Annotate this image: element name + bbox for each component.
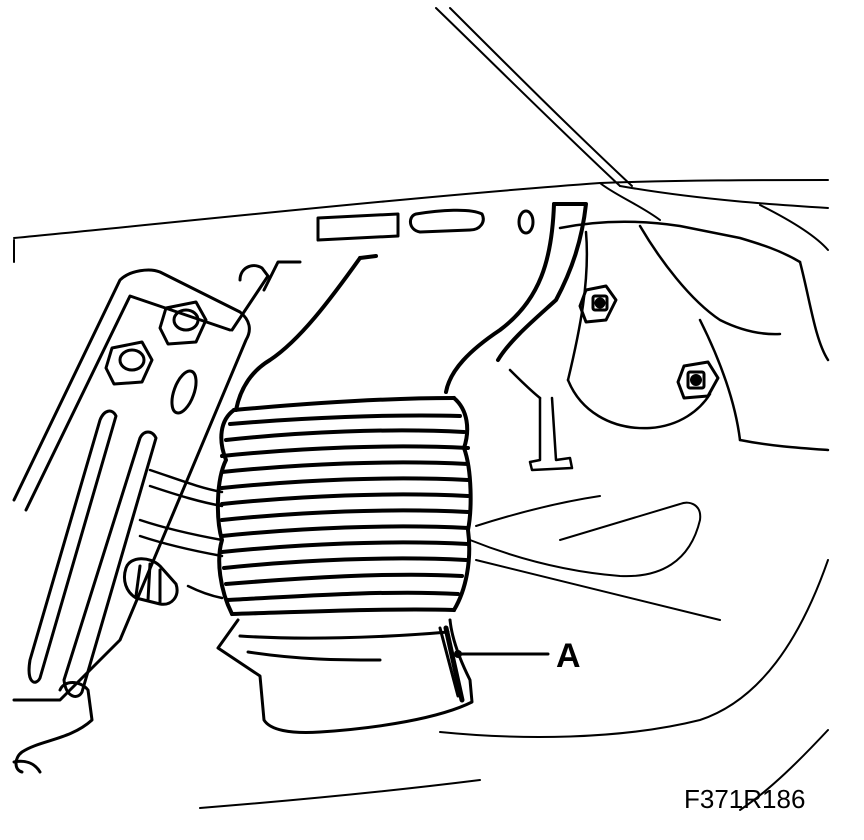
lower-floor	[199, 495, 829, 811]
panel-openings	[316, 208, 535, 242]
clip-icon	[578, 284, 618, 324]
bolt-icon	[158, 300, 208, 346]
electrical-connector	[122, 557, 179, 606]
upper-duct	[234, 202, 588, 412]
left-bracket	[12, 268, 251, 702]
figure-id-label: F371R186	[684, 784, 805, 814]
lower-left-foot	[12, 681, 94, 774]
outlet-sleeve	[216, 618, 474, 734]
upper-body-panel	[13, 7, 829, 263]
bolt-icon	[104, 340, 154, 386]
mounting-post	[230, 260, 302, 332]
wiring-harness	[138, 468, 224, 600]
outlet-stripe	[443, 625, 465, 703]
clip-icon	[676, 360, 720, 400]
bellows-hose	[215, 396, 473, 616]
right-housing	[508, 220, 830, 472]
callout-label-a: A	[556, 637, 581, 675]
callout-leader-dot	[454, 650, 462, 658]
